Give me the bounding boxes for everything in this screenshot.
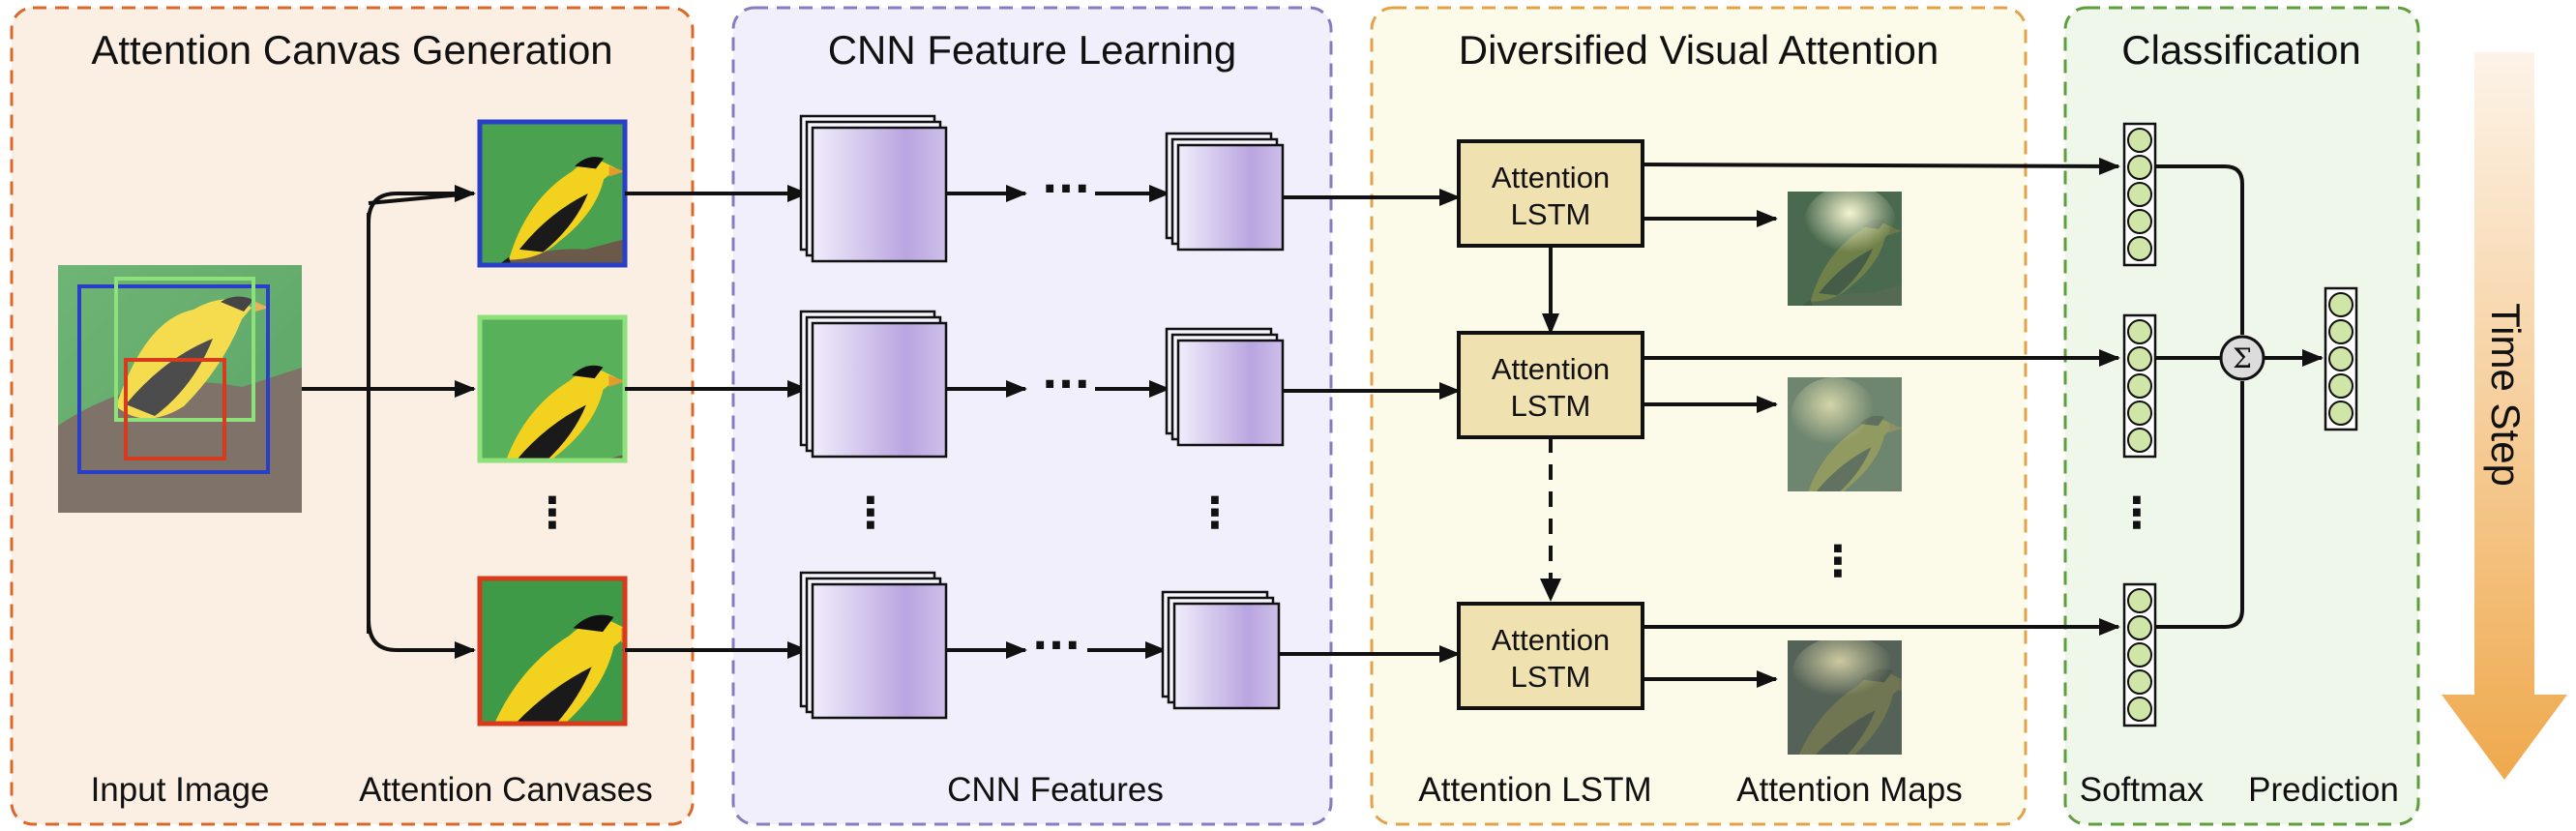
lstm-3-line1: Attention — [1492, 623, 1610, 657]
cnn-stack-large-3 — [799, 571, 948, 720]
input-image — [58, 265, 302, 513]
softmax-2-neuron — [2127, 346, 2152, 371]
prediction-vector — [2324, 286, 2358, 431]
softmax-3-neuron — [2127, 615, 2152, 640]
ellipsis-softmax: ⋮ — [2116, 489, 2158, 538]
sum-node: Σ — [2219, 335, 2265, 381]
prediction-neuron — [2328, 292, 2354, 317]
lstm-1-line1: Attention — [1492, 161, 1610, 194]
cnn-stack-large-1 — [799, 114, 948, 263]
title-diversified-visual-attention: Diversified Visual Attention — [1459, 27, 1939, 73]
ellipsis-canvases: ⋮ — [531, 489, 574, 538]
label-attention-maps: Attention Maps — [1736, 771, 1962, 809]
ellipsis-cnn-2: ··· — [1042, 360, 1090, 409]
cnn-stack-small-3 — [1161, 590, 1281, 710]
sum-symbol: Σ — [2233, 342, 2252, 374]
attention-canvas-3 — [477, 576, 628, 727]
softmax-3-neuron — [2127, 697, 2152, 722]
ellipsis-attention-maps: ⋮ — [1817, 537, 1859, 586]
softmax-1-neuron — [2127, 155, 2152, 180]
label-attention-canvases: Attention Canvases — [359, 771, 653, 809]
ellipsis-cnn-vertical-1: ⋮ — [849, 489, 892, 538]
attention-map-1 — [1788, 192, 1902, 306]
canvas-region-blue — [77, 284, 270, 474]
lstm-2-line1: Attention — [1492, 352, 1610, 386]
lstm-3-line2: LSTM — [1511, 660, 1591, 694]
cnn-stack-small-2 — [1165, 327, 1285, 447]
cnn-stack-small-1 — [1165, 132, 1285, 252]
softmax-1-neuron — [2127, 209, 2152, 234]
attention-map-2 — [1788, 377, 1902, 491]
time-step-label: Time Step — [2483, 303, 2529, 487]
lstm-2-line2: LSTM — [1511, 389, 1591, 423]
attention-lstm-block-1: Attention LSTM — [1457, 139, 1644, 248]
attention-lstm-block-3: Attention LSTM — [1457, 602, 1644, 710]
title-cnn-feature-learning: CNN Feature Learning — [828, 27, 1237, 73]
label-attention-lstm: Attention LSTM — [1418, 771, 1651, 809]
canvas-region-red — [124, 358, 226, 460]
softmax-2-neuron — [2127, 428, 2152, 453]
softmax-2-neuron — [2127, 373, 2152, 399]
label-softmax: Softmax — [2080, 771, 2205, 809]
ellipsis-cnn-1: ··· — [1042, 164, 1090, 214]
ellipsis-cnn-vertical-2: ⋮ — [1194, 489, 1236, 538]
label-prediction: Prediction — [2248, 771, 2399, 809]
title-attention-canvas-generation: Attention Canvas Generation — [91, 27, 612, 73]
label-cnn-features: CNN Features — [947, 771, 1164, 809]
title-classification: Classification — [2121, 27, 2360, 73]
attention-lstm-block-2: Attention LSTM — [1457, 331, 1644, 439]
softmax-vector-2 — [2122, 313, 2157, 459]
softmax-3-neuron — [2127, 642, 2152, 668]
softmax-3-neuron — [2127, 588, 2152, 613]
ellipsis-cnn-3: ··· — [1032, 621, 1081, 670]
softmax-2-neuron — [2127, 319, 2152, 344]
prediction-neuron — [2328, 346, 2354, 371]
attention-map-3 — [1788, 640, 1902, 755]
prediction-neuron — [2328, 401, 2354, 426]
time-step-arrow: Time Step — [2442, 52, 2567, 780]
softmax-vector-3 — [2122, 582, 2157, 727]
attention-canvas-2 — [477, 314, 628, 463]
lstm-1-line2: LSTM — [1511, 197, 1591, 231]
softmax-2-neuron — [2127, 401, 2152, 426]
softmax-vector-1 — [2122, 122, 2157, 267]
label-input-image: Input Image — [91, 771, 270, 809]
prediction-neuron — [2328, 319, 2354, 344]
softmax-1-neuron — [2127, 236, 2152, 261]
softmax-1-neuron — [2127, 128, 2152, 153]
softmax-3-neuron — [2127, 669, 2152, 695]
softmax-1-neuron — [2127, 182, 2152, 207]
prediction-neuron — [2328, 373, 2354, 399]
cnn-stack-large-2 — [799, 310, 948, 459]
canvas-region-green — [114, 277, 255, 422]
